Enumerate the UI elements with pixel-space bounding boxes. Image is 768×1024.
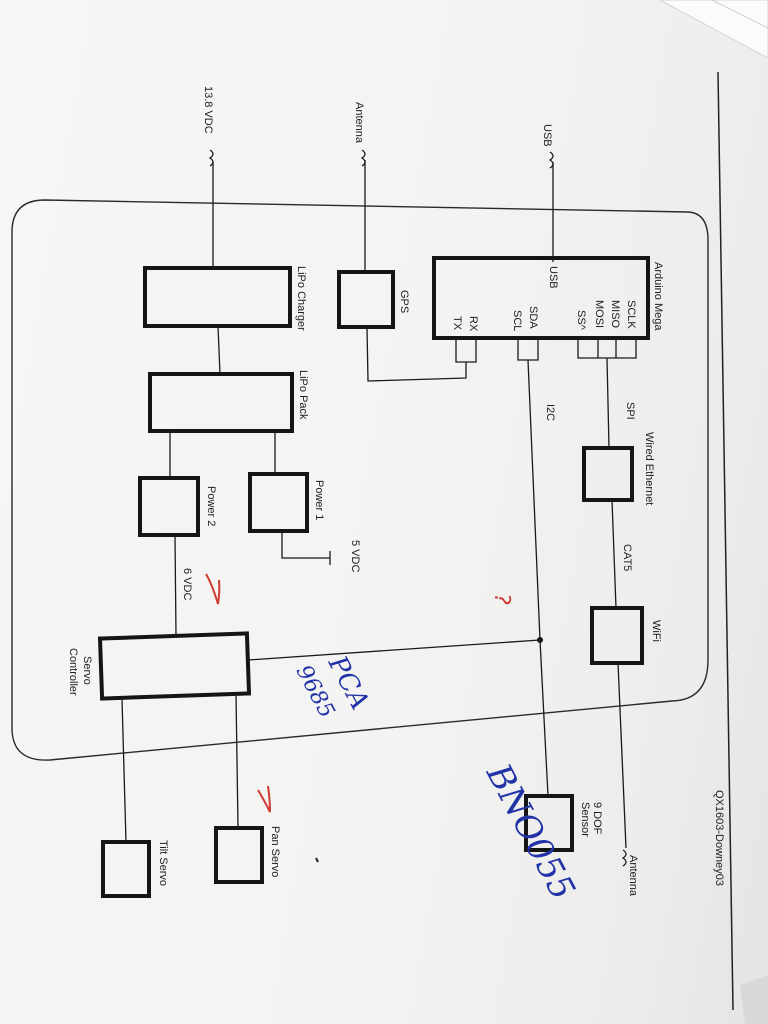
red-checkmark-bottom — [257, 785, 271, 813]
servo-to-pan-wire — [235, 693, 239, 829]
i2c-label: I2C — [544, 404, 556, 421]
lipo-charger-box — [143, 266, 292, 328]
pan-servo-box — [214, 826, 264, 884]
power1-box — [248, 472, 309, 533]
pen-mark — [315, 857, 319, 863]
i2c-to-servo-wire — [247, 639, 541, 661]
power2-label: Power 2 — [205, 486, 217, 526]
document-id: QX1603-Downey03 — [713, 790, 725, 886]
power1-label: Power 1 — [313, 480, 325, 520]
pin-tx: TX — [451, 316, 463, 331]
tilt-servo-box — [101, 840, 151, 898]
v5-label: 5 VDC — [349, 540, 361, 572]
power2-to-servo-wire — [174, 534, 177, 637]
lipo-pack-box — [148, 372, 294, 433]
i2c-to-dof-wire — [539, 639, 549, 797]
gps-serial-wire — [366, 327, 467, 382]
wired-ethernet-box — [582, 446, 634, 502]
dof-sensor-box — [524, 794, 574, 852]
servo-controller-label: Servo Controller — [67, 648, 93, 696]
usb-connector — [548, 151, 554, 169]
pin-miso: MISO — [609, 300, 621, 329]
pan-servo-label: Pan Servo — [269, 826, 281, 877]
pin-scl: SCL — [511, 310, 523, 331]
power-in-connector — [208, 149, 214, 167]
antenna-input-label: Antenna — [353, 102, 365, 144]
red-checkmark-top — [205, 573, 221, 605]
wifi-label: WiFi — [650, 620, 662, 642]
pin-rx: RX — [467, 316, 479, 332]
spi-bus-wire — [606, 357, 610, 449]
v6-label: 6 VDC — [181, 568, 193, 600]
wifi-box — [590, 606, 644, 665]
header-rule — [717, 71, 734, 1011]
i2c-pin-leads — [517, 338, 539, 361]
cat5-label: CAT5 — [621, 544, 633, 571]
lipo-charger-label: LiPo Charger — [295, 266, 307, 331]
serial-pin-leads — [455, 338, 477, 363]
spi-pin-leads — [577, 338, 637, 359]
power2-box — [138, 476, 200, 537]
servo-to-tilt-wire — [121, 698, 127, 843]
wired-ethernet-label: Wired Ethernet — [643, 432, 655, 505]
pin-usb: USB — [547, 266, 559, 289]
dof-sensor-line1: 9 DOF — [591, 802, 603, 835]
dof-sensor-label: 9 DOF Sensor — [579, 802, 603, 837]
usb-input-label: USB — [541, 124, 553, 147]
annotation-question: ? — [488, 591, 515, 607]
ethernet-to-wifi-wire — [611, 499, 617, 609]
wifi-antenna-connector — [621, 849, 627, 867]
pin-mosi: MOSI — [593, 300, 605, 328]
power-in-label: 13.8 VDC — [202, 86, 214, 134]
spi-label: SPI — [624, 402, 636, 420]
annotation-bno: BNO055 — [478, 757, 583, 907]
wifi-antenna-label: Antenna — [627, 855, 639, 897]
pin-ss: SS^ — [575, 310, 587, 331]
antenna-connector — [360, 149, 366, 167]
pin-sda: SDA — [527, 306, 539, 329]
lipo-pack-label: LiPo Pack — [297, 370, 309, 420]
i2c-bus-wire — [527, 359, 541, 641]
wifi-antenna-wire — [617, 662, 627, 849]
tilt-servo-label: Tilt Servo — [157, 840, 169, 886]
gps-box — [337, 270, 395, 329]
arduino-mega-box — [432, 256, 650, 340]
power1-out-wire — [281, 531, 331, 565]
enclosure-outline — [11, 199, 709, 761]
charger-to-pack-wire — [217, 325, 221, 375]
servo-controller-line1: Servo — [81, 656, 93, 685]
gps-label: GPS — [398, 290, 410, 313]
pin-sclk: SCLK — [625, 300, 637, 329]
servo-controller-line2: Controller — [67, 648, 79, 696]
arduino-mega-title: Arduino Mega — [652, 262, 664, 331]
servo-controller-box — [97, 631, 252, 701]
dof-sensor-line2: Sensor — [579, 802, 591, 837]
